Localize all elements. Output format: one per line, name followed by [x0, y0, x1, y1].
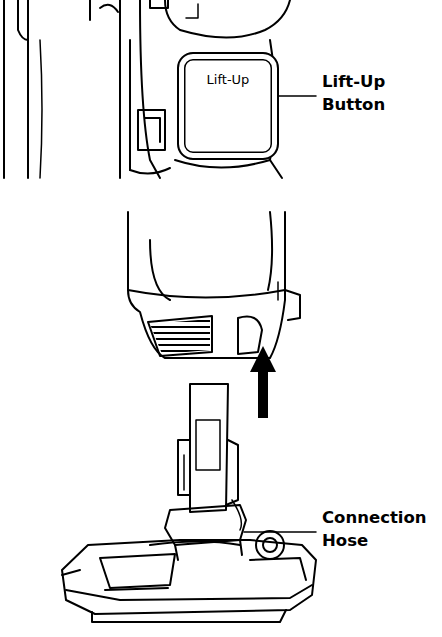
- button-text: Lift-Up: [179, 72, 277, 87]
- floor-head: [62, 384, 316, 622]
- part-label: Connection Hose: [322, 506, 440, 552]
- handle-detail: [4, 0, 316, 178]
- part-label: Lift-Up Button: [322, 70, 440, 116]
- vacuum-body: [128, 212, 300, 358]
- lift-up-button: Lift-Up: [177, 52, 279, 160]
- up-arrow: [250, 346, 276, 418]
